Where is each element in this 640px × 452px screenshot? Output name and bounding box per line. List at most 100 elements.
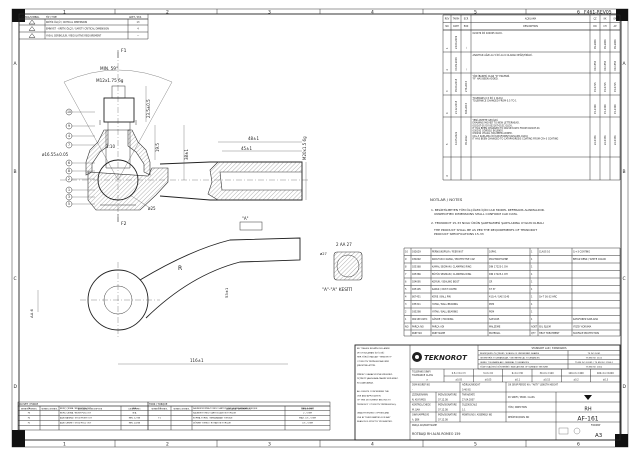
cell-text: 4: [137, 27, 139, 30]
cell-text: POM: [489, 311, 494, 314]
cell-text: 1: [531, 266, 533, 269]
cell-text: PARÇA NO: [412, 325, 424, 328]
cell-text: T4: [158, 408, 161, 410]
copyright-text: UNAUTHORIZED COPYING AND: [357, 412, 390, 415]
cell-text: 1: [531, 281, 533, 284]
dim-45: 45±1: [241, 146, 252, 151]
zone-row-label: C: [14, 276, 17, 282]
cell-text: 15-1349: [594, 104, 597, 114]
cell-text: DRAWING MOVED TO NEW LETTERHEAD.: [473, 122, 520, 125]
cell-text: DÖNME TORKU / ROTATION TORQUE: [193, 422, 231, 425]
zone-column-label: 1: [63, 10, 66, 16]
standard-code: TS EN ISO 1302: [586, 366, 603, 368]
copyright-text: OTOMOTİV ÜRÜNLERİ ANONİM: [357, 360, 389, 363]
cell-text: —: [465, 46, 468, 49]
cell-text: F4: [28, 408, 31, 410]
field-weight-label: AĞIRLIK/WEIGHT: [462, 384, 481, 387]
cell-text: 2 - 5 NM: [303, 413, 312, 415]
cell-text: KORUK / SEALING BOOT: [432, 281, 460, 284]
cell-text: MIN. 24 KN: [129, 423, 141, 425]
cell-text: —: [465, 68, 468, 71]
cell-text: 00216T-01EC: [412, 318, 428, 321]
cell-text: 1: [531, 273, 533, 276]
dim-38: 38±1: [184, 149, 189, 160]
cell-text: MALZEME: [489, 325, 501, 328]
cell-text: 1: [531, 311, 533, 314]
label-f2: F2: [121, 221, 127, 227]
cell-text: 22-0336: [594, 135, 597, 145]
balloon-number: 9: [68, 124, 70, 128]
cell-text: 45-2022: [465, 135, 468, 145]
part-name-value: ROTBAŞI RH ALFA ROMEO 159: [412, 432, 460, 436]
cell-text: ECN: [464, 25, 469, 28]
tolerance-class: f: [427, 379, 428, 382]
zone-row-label: D: [14, 384, 18, 390]
copyright-text: REASON IS STRICTLY PROHIBITED.: [357, 420, 393, 423]
tolerance-value: ±0.05: [455, 379, 462, 382]
standards-title: STANDART LAR / STANDARDS: [531, 347, 567, 350]
tolerance-range: 0.5<=X<=3: [452, 372, 466, 375]
cell-text: QTY: [531, 332, 536, 335]
dim-19-5: 19.5: [155, 143, 160, 152]
cell-text: 1: [531, 258, 533, 261]
table-title: KUVVET / FORCE: [19, 403, 39, 406]
housing: [87, 167, 169, 211]
cell-text: 41Cr4 / SAE 5140: [489, 296, 510, 299]
balloon-number: 6: [68, 161, 70, 165]
cell-text: 21.12.2015: [455, 100, 458, 114]
cell-text: KAPAK / DUST COVER: [432, 288, 457, 291]
field-ref: -: [412, 389, 413, 392]
zone-row-label: A: [14, 61, 18, 67]
balloon-number: 4: [68, 134, 70, 138]
safety-critical-icon: [28, 33, 36, 38]
cell-text: TOLERANS 0.5 İDİ 1 OLDU.: [473, 97, 504, 100]
cell-text: CR: [489, 281, 493, 284]
cell-text: POM: [489, 303, 494, 306]
field-scale: 1:1: [462, 409, 466, 412]
zone-row-label: C: [623, 276, 626, 282]
copyright-text: İZİNSİZ OLARAK KOPYA EDİLEMEZ,: [357, 373, 393, 376]
cell-text: 15-0725: [604, 82, 607, 92]
dim-48: 48±1: [248, 136, 259, 141]
cell-text: NO: [445, 25, 449, 28]
header-text: SEMBOL/SYMBOL: [41, 408, 58, 410]
note-line: 2. TEKNOROT 15-33 NOLU ÜRÜN ŞARTNAMESİ Ş…: [431, 220, 544, 225]
cell-text: 09-1555: [614, 60, 617, 70]
cell-text: 025366: [412, 273, 421, 276]
section-square: [333, 251, 363, 281]
standard-name: GENEL TOLERANSLAR / GENERAL TOLERANCES: [480, 361, 530, 364]
cell-text: 5: [405, 288, 407, 291]
stud-thread: [111, 85, 126, 99]
cell-text: PERNO/KOPİLYA / FEER NUT: [432, 251, 464, 254]
field-date: 27.04.2007: [462, 399, 475, 402]
notes-title: NOTLAR / NOTES: [430, 197, 463, 202]
cell-text: CH: [603, 25, 607, 28]
cell-text: KÜRE / BALL PIN: [432, 296, 451, 299]
balloon-number: 7: [68, 143, 70, 147]
corner-mark: [616, 9, 628, 21]
header-text: SEMBOL/SYMBOL: [21, 16, 41, 19]
cell-text: 04.09.2009: [455, 57, 458, 71]
cell-text: YATAK / BALL BEARING: [432, 311, 458, 314]
cell-text: KAMAL SEGMAN / CLAMPING RING: [432, 266, 472, 269]
zone-column-label: 5: [474, 442, 477, 448]
note-line: THE PRODUCT SHALL BE AS PER THE REQUIREM…: [433, 228, 537, 232]
header-text: AÇIKLAMA / DESCRIPTION: [78, 407, 103, 410]
